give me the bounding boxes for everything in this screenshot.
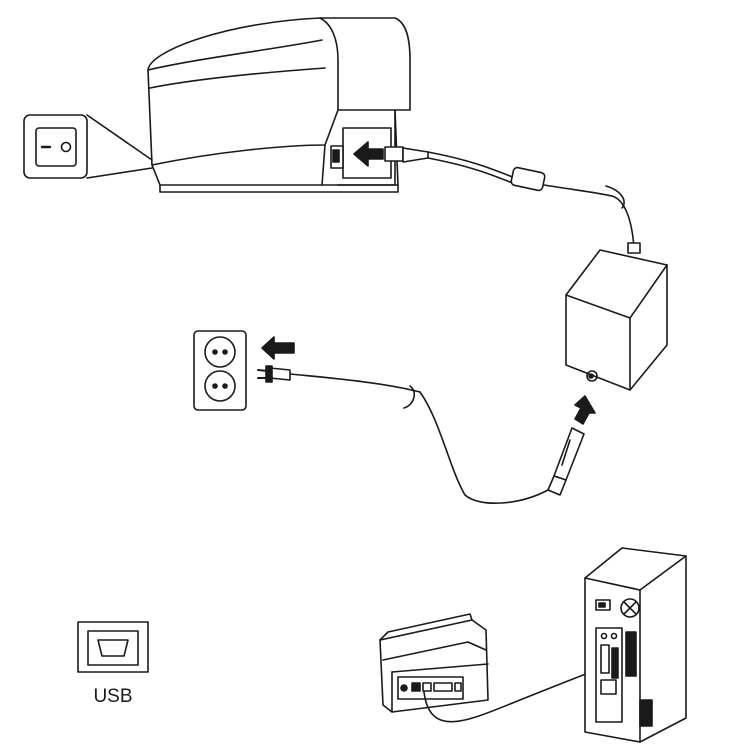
power-switch-icon (23, 114, 88, 179)
arrow-icon (261, 336, 295, 360)
wall-plug (257, 365, 291, 383)
usb-port-icon (77, 621, 149, 673)
arrow-icon (574, 395, 596, 425)
pc-tower (584, 547, 687, 743)
wall-socket-icon (193, 330, 247, 411)
printer-bottom (379, 613, 489, 713)
ac-plug (547, 427, 585, 496)
arrow-icon (353, 141, 384, 167)
usb-label: USB (93, 686, 133, 707)
power-switch-zoom (23, 114, 153, 179)
dc-cable (384, 146, 641, 254)
printer-top (147, 17, 411, 193)
power-adapter (565, 249, 668, 391)
ac-cable (289, 373, 549, 504)
